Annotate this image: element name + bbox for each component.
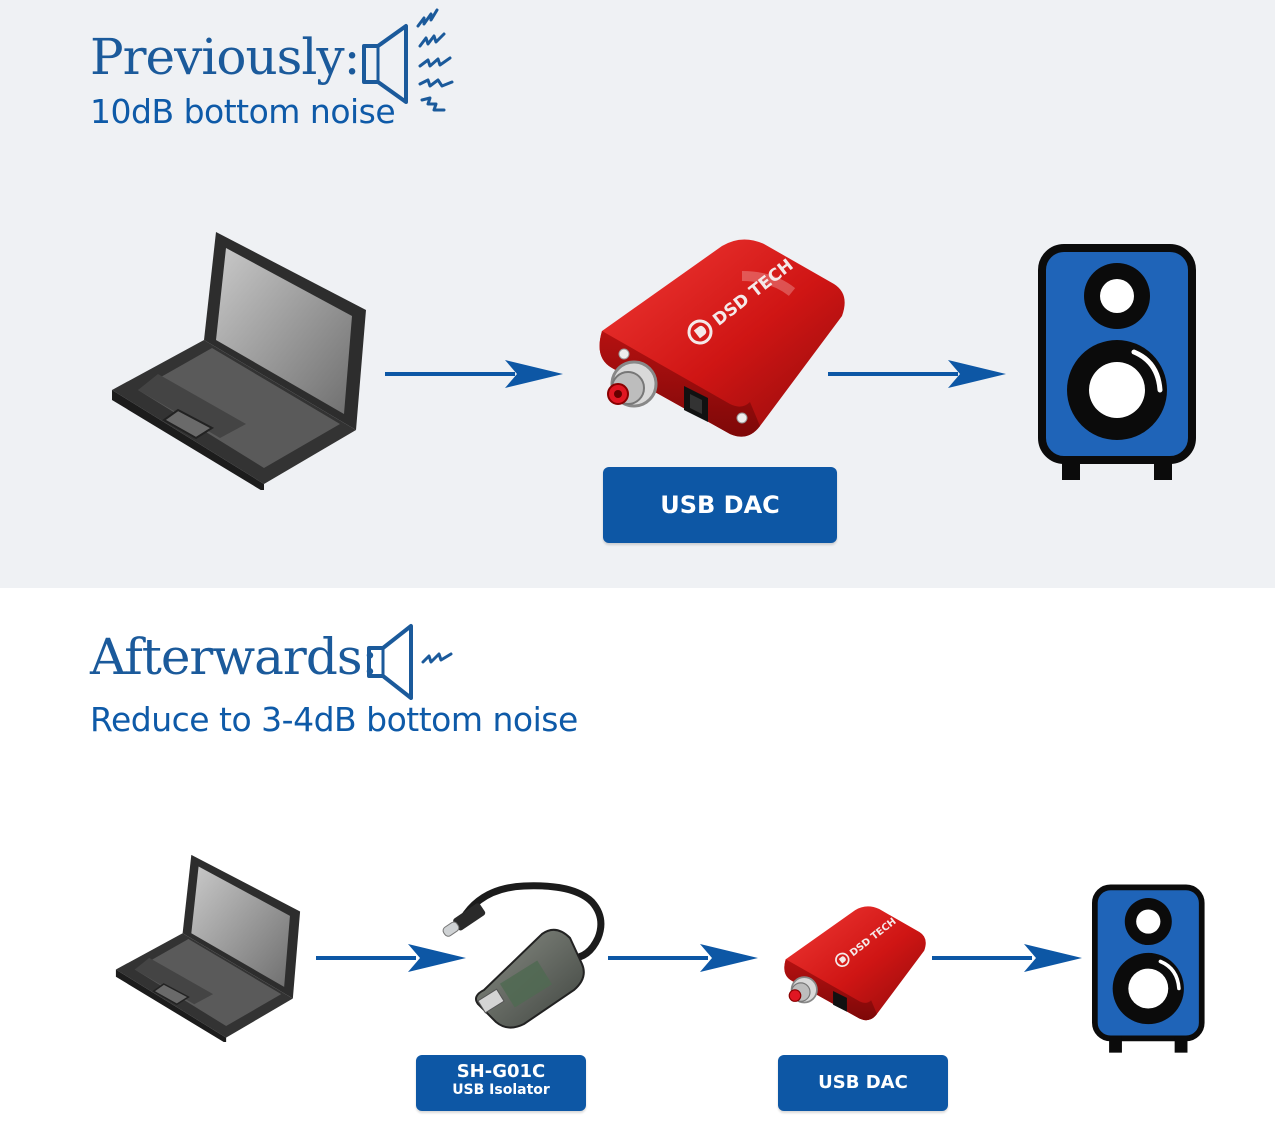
arrow-right-icon <box>316 940 466 980</box>
afterwards-title: Afterwards: <box>90 628 378 686</box>
laptop-icon <box>108 228 370 494</box>
speaker-icon <box>1092 884 1206 1060</box>
afterwards-section: Afterwards: Reduce to 3-4dB bottom noise <box>0 588 1275 1136</box>
usb-dac-label: USB DAC <box>603 467 837 543</box>
previously-subtitle: 10dB bottom noise <box>90 92 396 131</box>
usb-dac-device: DSD TECH <box>780 904 930 1030</box>
afterwards-subtitle: Reduce to 3-4dB bottom noise <box>90 700 578 739</box>
quiet-speaker-icon <box>365 622 460 706</box>
usb-isolator-device <box>438 872 608 1036</box>
loud-speaker-icon <box>358 4 458 123</box>
previously-title: Previously: <box>90 28 360 86</box>
previously-section: Previously: 10dB bottom noise <box>0 0 1275 588</box>
usb-dac-device: DSD TECH <box>592 236 852 450</box>
arrow-right-icon <box>932 940 1082 980</box>
arrow-right-icon <box>828 356 1008 396</box>
arrow-right-icon <box>385 356 565 396</box>
arrow-right-icon <box>608 940 758 980</box>
usb-dac-label: USB DAC <box>778 1055 948 1111</box>
laptop-icon <box>110 852 306 1046</box>
usb-isolator-label: SH-G01C USB Isolator <box>416 1055 586 1111</box>
speaker-icon <box>1038 244 1198 488</box>
